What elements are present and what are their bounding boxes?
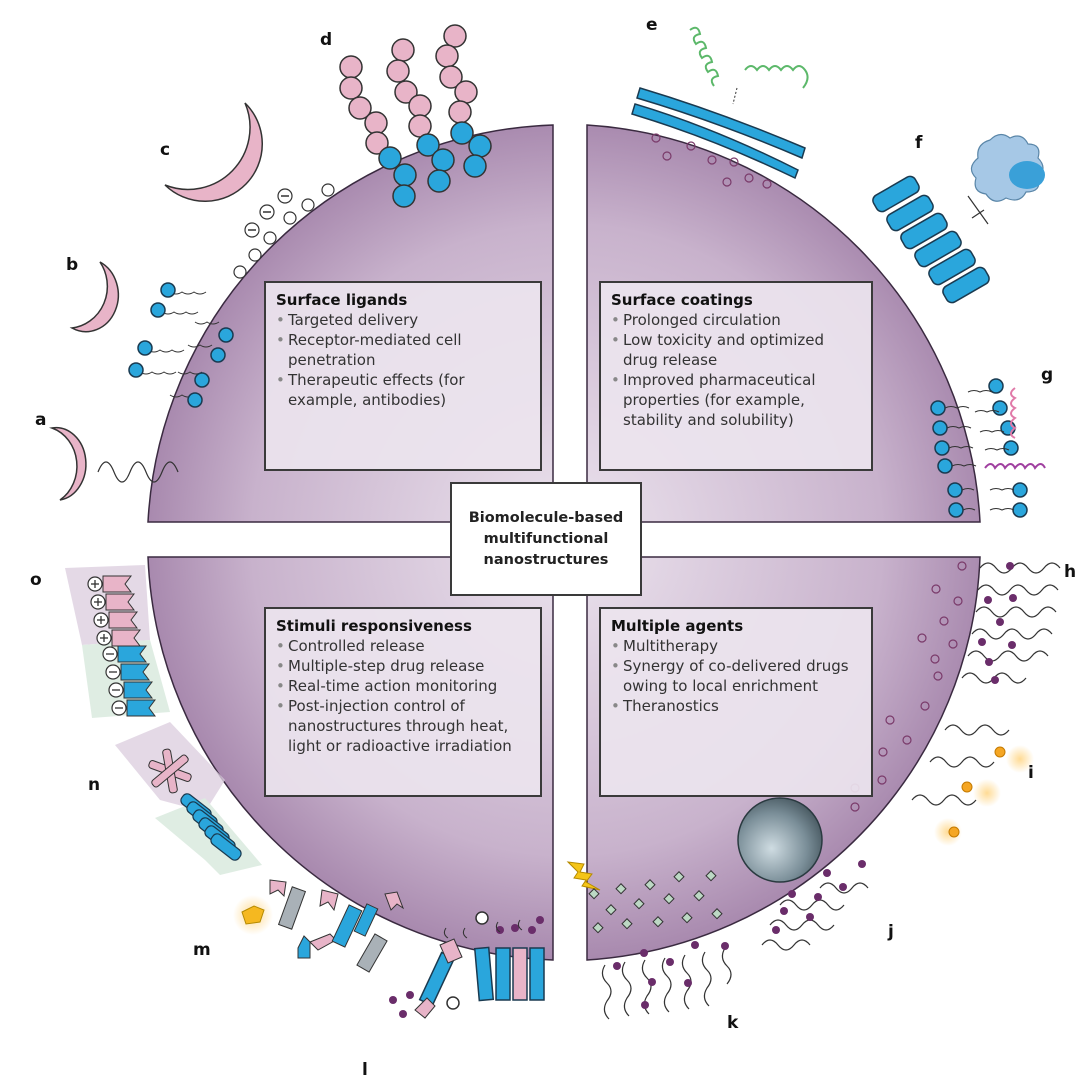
surface-coatings-title: Surface coatings	[611, 291, 753, 309]
list-item: Real-time action monitoring	[276, 676, 530, 696]
panel-b-crescent-lipids	[69, 261, 234, 408]
panel-label-c: c	[160, 140, 171, 160]
panel-a-crescent-ligand	[49, 426, 179, 501]
stimuli-responsiveness-title: Stimuli responsiveness	[276, 617, 472, 635]
panel-label-d: d	[320, 30, 333, 50]
panel-label-a: a	[35, 410, 47, 430]
list-item: Targeted delivery	[276, 310, 530, 330]
panel-i-imaging-agents	[911, 724, 1034, 846]
panel-label-j: j	[888, 922, 894, 942]
panel-label-b: b	[66, 255, 79, 275]
surface-coatings-list: Prolonged circulation Low toxicity and o…	[611, 310, 861, 430]
panel-c-electrostatic-binding	[164, 102, 335, 279]
panel-m-activatable-probes	[233, 879, 405, 973]
list-item: Receptor-mediated cell penetration	[276, 330, 530, 370]
stimuli-responsiveness-box: Stimuli responsiveness Controlled releas…	[264, 607, 542, 797]
panel-label-k: k	[727, 1013, 739, 1033]
panel-g-lipid-helix-coating	[930, 378, 1046, 518]
multiple-agents-list: Multitherapy Synergy of co-delivered dru…	[611, 636, 861, 716]
center-title-line-2: multifunctional	[483, 530, 609, 547]
panel-n-self-assembly	[115, 722, 262, 875]
panel-label-h: h	[1064, 562, 1077, 582]
list-item: Theranostics	[611, 696, 861, 716]
list-item: Controlled release	[276, 636, 530, 656]
list-item: Post-injection control of nanostructures…	[276, 696, 530, 756]
panel-label-m: m	[193, 940, 211, 960]
panel-label-n: n	[88, 775, 101, 795]
stimuli-responsiveness-list: Controlled release Multiple-step drug re…	[276, 636, 530, 756]
panel-e-coating-helices	[631, 26, 809, 189]
list-item: Improved pharmaceutical properties (for …	[611, 370, 861, 430]
panel-k-stimuli-release	[566, 861, 732, 1020]
panel-label-f: f	[915, 133, 923, 153]
panel-label-i: i	[1028, 763, 1034, 783]
panel-label-o: o	[30, 570, 42, 590]
list-item: Therapeutic effects (for example, antibo…	[276, 370, 530, 410]
panel-o-layer-by-layer	[65, 565, 170, 718]
multiple-agents-box: Multiple agents Multitherapy Synergy of …	[599, 607, 873, 797]
panel-f-stealth-coating	[872, 133, 1045, 304]
panel-d-polymer-chains	[339, 24, 492, 208]
panel-j-inorganic-core	[737, 797, 869, 951]
list-item: Multitherapy	[611, 636, 861, 656]
surface-coatings-box: Surface coatings Prolonged circulation L…	[599, 281, 873, 471]
surface-ligands-box: Surface ligands Targeted delivery Recept…	[264, 281, 542, 471]
center-title-box: Biomolecule-based multifunctional nanost…	[450, 482, 642, 596]
panel-label-e: e	[646, 15, 658, 35]
center-title-line-1: Biomolecule-based	[468, 509, 624, 526]
center-title-line-3: nanostructures	[483, 551, 609, 568]
panel-l-cleavable-linkers	[389, 911, 545, 1019]
surface-ligands-list: Targeted delivery Receptor-mediated cell…	[276, 310, 530, 410]
list-item: Synergy of co-delivered drugs owing to l…	[611, 656, 861, 696]
panel-label-l: l	[362, 1060, 368, 1080]
surface-ligands-title: Surface ligands	[276, 291, 408, 309]
multiple-agents-title: Multiple agents	[611, 617, 744, 635]
list-item: Prolonged circulation	[611, 310, 861, 330]
list-item: Low toxicity and optimized drug release	[611, 330, 861, 370]
panel-label-g: g	[1041, 365, 1054, 385]
list-item: Multiple-step drug release	[276, 656, 530, 676]
panel-h-co-delivered-drugs	[850, 561, 1061, 812]
